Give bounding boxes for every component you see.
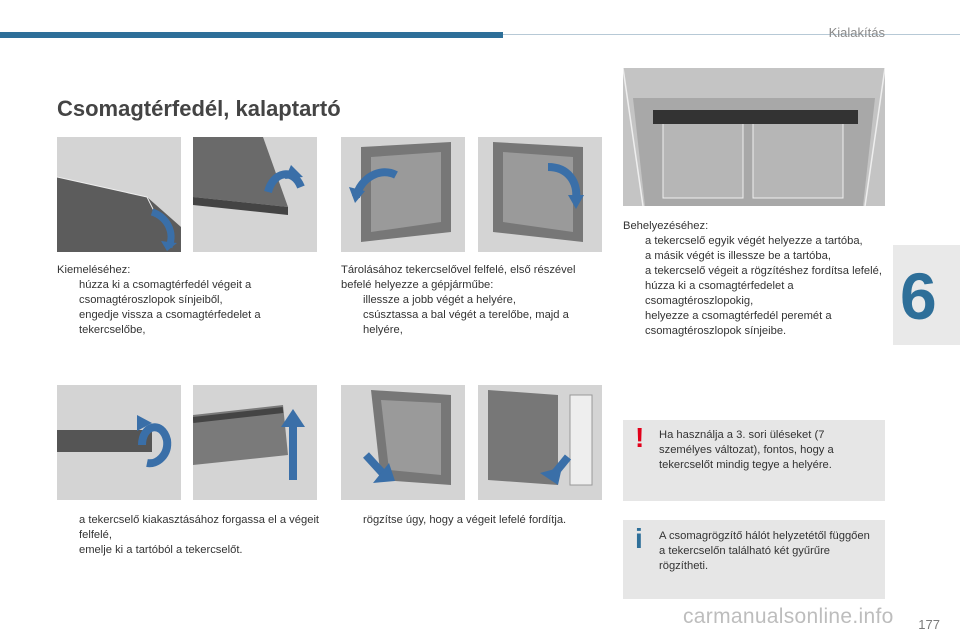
header-accent-bar xyxy=(0,32,503,38)
list-item: a másik végét is illessze be a tartóba, xyxy=(645,250,831,262)
illustration-removal-step4 xyxy=(193,385,317,500)
illustration-storage-step4 xyxy=(478,385,602,500)
roller-blind xyxy=(653,110,858,124)
list-item: engedje vissza a csomagtérfedelet a teke… xyxy=(79,309,261,336)
list-item: a tekercselő egyik végét helyezze a tart… xyxy=(645,235,863,247)
illustration-removal-step2 xyxy=(193,137,317,252)
illustration-storage-step3 xyxy=(341,385,465,500)
installation-intro: Behelyezéséhez: xyxy=(623,220,709,232)
section-title: Kialakítás xyxy=(828,25,885,40)
removal-instructions-continued: a tekercselő kiakasztásához forgassa el … xyxy=(57,513,322,558)
removal-instructions: Kiemeléséhez: húzza ki a csomagtérfedél … xyxy=(57,263,322,338)
arrow-up-icon xyxy=(289,425,297,480)
storage-instructions-continued: rögzítse úgy, hogy a végeit lefelé fordí… xyxy=(341,513,606,528)
list-item: a tekercselő kiakasztásához forgassa el … xyxy=(79,514,320,541)
storage-instructions: Tárolásához tekercselővel felfelé, első … xyxy=(341,263,606,338)
chapter-number: 6 xyxy=(900,259,937,333)
illustration-storage-step1 xyxy=(341,137,465,252)
page-number: 177 xyxy=(918,617,940,632)
watermark: carmanualsonline.info xyxy=(683,605,894,628)
list-item: helyezze a csomagtérfedél peremét a csom… xyxy=(645,310,832,337)
info-text: A csomagrögzítő hálót helyzetétől függőe… xyxy=(659,530,870,572)
header-rule xyxy=(503,34,960,35)
list-item: emelje ki a tartóból a tekercselőt. xyxy=(79,544,243,556)
warning-text: Ha használja a 3. sori üléseket (7 szemé… xyxy=(659,429,834,471)
chapter-tab xyxy=(893,245,960,345)
storage-intro: Tárolásához tekercselővel felfelé, első … xyxy=(341,264,576,291)
list-item: csúsztassa a bal végét a terelőbe, majd … xyxy=(363,309,569,336)
rotate-arrow-icon xyxy=(547,163,581,200)
illustration-trunk-overview xyxy=(623,68,885,206)
removal-intro: Kiemeléséhez: xyxy=(57,264,131,276)
list-item: húzza ki a csomagtérfedelet a csomagtéro… xyxy=(645,280,794,307)
list-item: illessze a jobb végét a helyére, xyxy=(363,294,516,306)
illustration-storage-step2 xyxy=(478,137,602,252)
illustration-removal-step1 xyxy=(57,137,181,252)
warning-icon: ! xyxy=(635,422,645,453)
installation-instructions: Behelyezéséhez: a tekercselő egyik végét… xyxy=(623,219,885,339)
page-title: Csomagtérfedél, kalaptartó xyxy=(57,96,341,121)
list-item: húzza ki a csomagtérfedél végeit a csoma… xyxy=(79,279,252,306)
list-item: a tekercselő végeit a rögzítéshez fordít… xyxy=(645,265,882,277)
rotate-arrow-icon xyxy=(138,423,172,468)
illustration-removal-step3 xyxy=(57,385,181,500)
list-item: rögzítse úgy, hogy a végeit lefelé fordí… xyxy=(363,514,567,526)
rotate-arrow-icon xyxy=(264,170,305,194)
info-icon: i xyxy=(635,523,643,554)
warning-note: ! Ha használja a 3. sori üléseket (7 sze… xyxy=(623,420,885,501)
info-note: i A csomagrögzítő hálót helyzetétől függ… xyxy=(623,520,885,599)
